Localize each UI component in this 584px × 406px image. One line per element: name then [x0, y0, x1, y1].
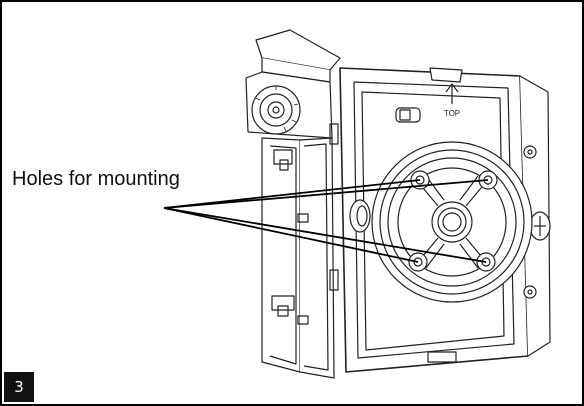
side-knob [529, 211, 551, 241]
top-arrow-icon [445, 83, 459, 104]
top-marker-label: TOP [444, 109, 460, 118]
side-screw-top [523, 145, 537, 159]
side-screw-bottom [523, 285, 537, 299]
callout-leader-lines [163, 179, 489, 263]
switch-slot [395, 107, 421, 123]
mounting-boss [371, 141, 533, 303]
cable-gland [349, 199, 371, 233]
enclosure-base [339, 67, 551, 373]
rotary-dial [251, 85, 301, 135]
step-number-badge: 3 [4, 372, 34, 402]
callout-label: Holes for mounting [12, 168, 180, 190]
front-door [245, 29, 341, 379]
